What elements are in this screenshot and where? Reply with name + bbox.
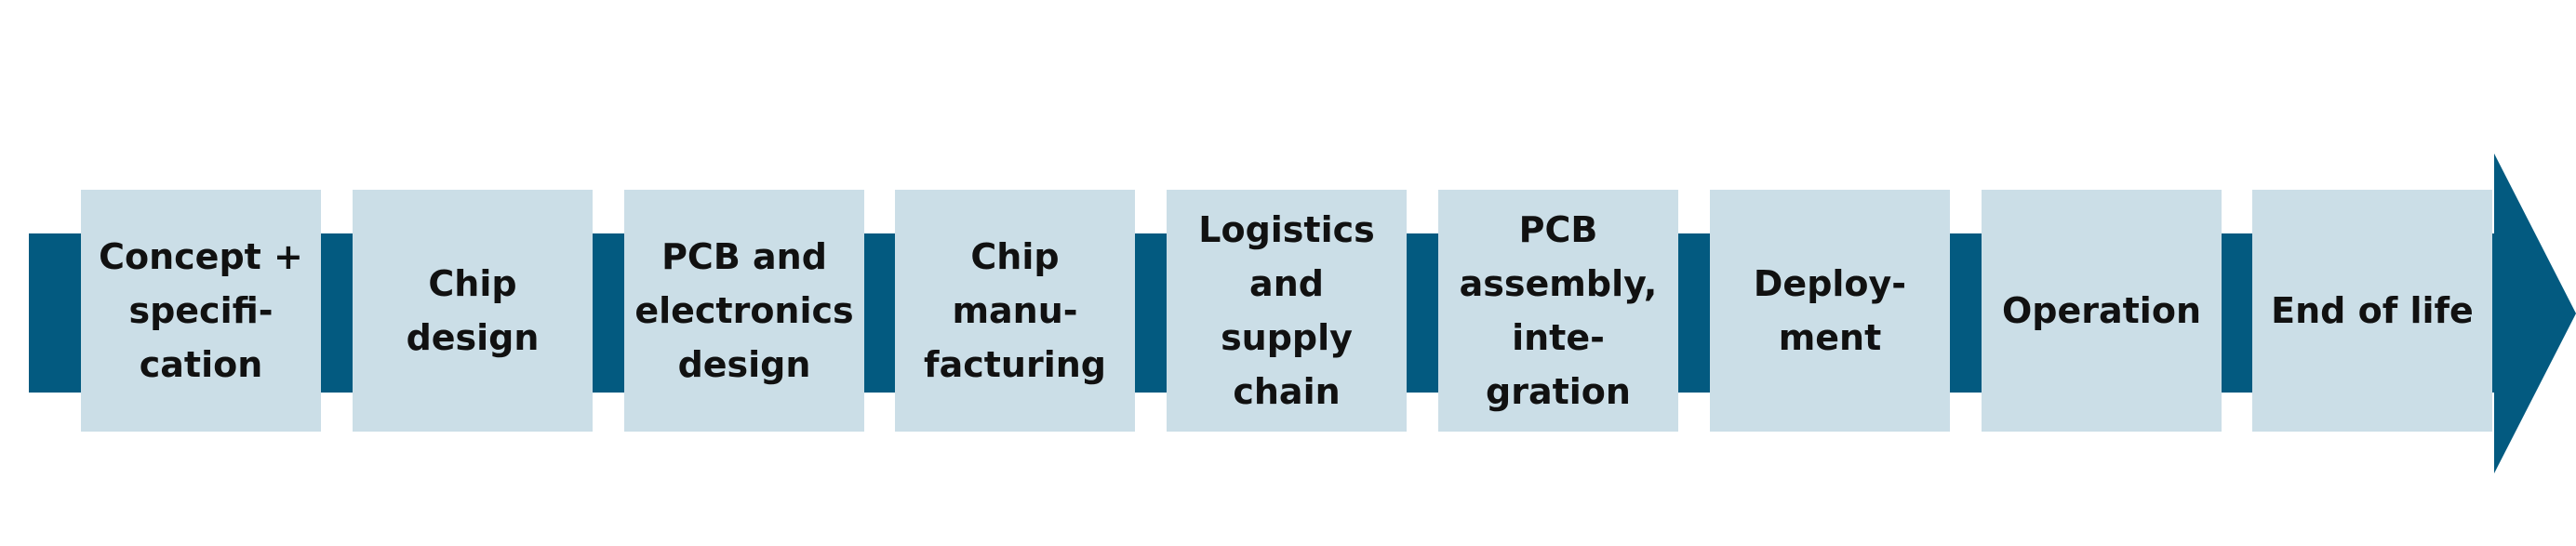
stage-label: Chip design (406, 263, 540, 358)
stage-box-operation: Operation (1982, 190, 2222, 432)
stage-box-deployment: Deploy- ment (1710, 190, 1950, 432)
stage-label: End of life (2271, 290, 2474, 331)
stage-box-concept-specification: Concept + specifi- cation (81, 190, 321, 432)
stage-box-pcb-assembly-integration: PCB assembly, inte- gration (1438, 190, 1678, 432)
stage-label: Deploy- ment (1753, 263, 1907, 358)
stage-label: PCB assembly, inte- gration (1459, 209, 1658, 412)
stage-box-chip-design: Chip design (353, 190, 593, 432)
timeline-arrow-head (2494, 153, 2576, 473)
stage-label: Concept + specifi- cation (99, 236, 303, 385)
stage-label: Operation (2001, 290, 2201, 331)
stage-box-logistics-supply-chain: Logistics and supply chain (1167, 190, 1407, 432)
stage-label: Chip manu- facturing (924, 236, 1106, 385)
stage-label: PCB and electronics design (634, 236, 854, 385)
stage-box-pcb-electronics-design: PCB and electronics design (624, 190, 864, 432)
stage-box-end-of-life: End of life (2252, 190, 2492, 432)
stage-label: Logistics and supply chain (1198, 209, 1375, 412)
stage-box-chip-manufacturing: Chip manu- facturing (895, 190, 1135, 432)
